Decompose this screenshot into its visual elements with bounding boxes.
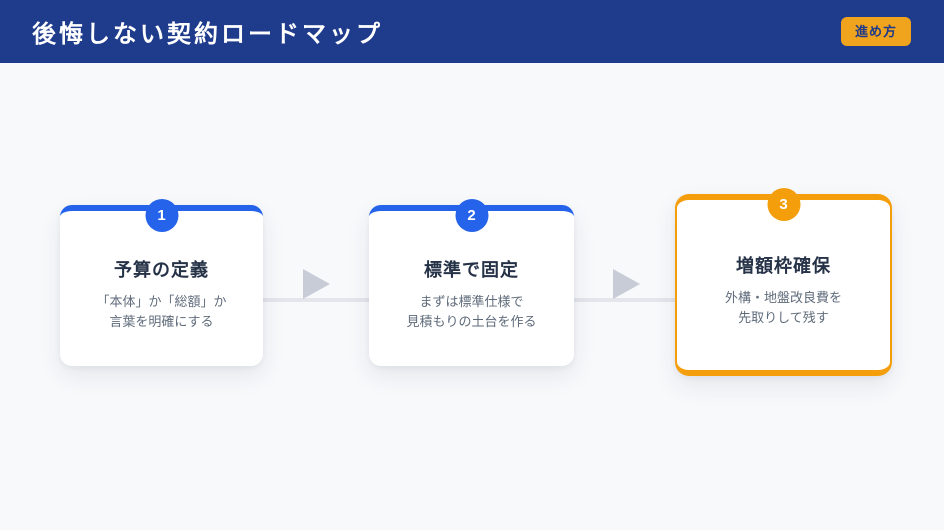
step-number-badge: 2 <box>455 199 488 232</box>
step-description: 外構・地盤改良費を 先取りして残す <box>725 288 842 328</box>
step-description-line1: 「本体」か「総額」か <box>96 293 227 309</box>
proceed-button[interactable]: 進め方 <box>840 17 911 46</box>
arrow-right-icon <box>303 269 330 299</box>
step-description: 「本体」か「総額」か 言葉を明確にする <box>96 292 226 332</box>
step-number-badge: 1 <box>145 199 178 232</box>
arrow-right-icon <box>613 269 640 299</box>
step-card-standard: 2 標準で固定 まずは標準仕様で 見積もりの土台を作る <box>369 199 574 366</box>
step-description: まずは標準仕様で 見積もりの土台を作る <box>406 292 536 332</box>
page-title: 後悔しない契約ロードマップ <box>32 21 383 48</box>
step-description-line1: 外構・地盤改良費を <box>724 290 842 305</box>
step-title: 増額枠確保 <box>736 256 831 276</box>
step-description-line2: 見積もりの土台を作る <box>406 313 537 329</box>
step-description-line2: 言葉を明確にする <box>109 313 214 329</box>
step-number-badge: 3 <box>767 188 800 221</box>
step-title: 標準で固定 <box>424 259 519 280</box>
step-description-line1: まずは標準仕様で <box>419 293 524 309</box>
step-title: 予算の定義 <box>114 259 209 280</box>
step-card-budget: 1 予算の定義 「本体」か「総額」か 言葉を明確にする <box>60 199 263 366</box>
step-card-reserve: 3 増額枠確保 外構・地盤改良費を 先取りして残す <box>675 188 892 376</box>
step-description-line2: 先取りして残す <box>738 310 829 325</box>
app-header: 後悔しない契約ロードマップ 進め方 <box>0 0 944 63</box>
